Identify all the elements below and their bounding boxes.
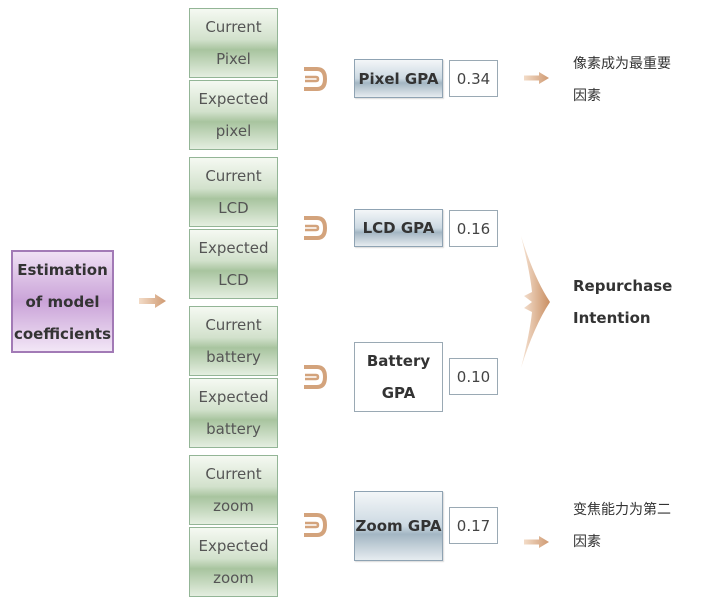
lcd-gpa-box: LCD GPA — [354, 209, 443, 247]
expected-pixel-box: Expected pixel — [189, 80, 278, 150]
current-battery-box: Current battery — [189, 306, 278, 376]
lcd-gpa-label: LCD GPA — [362, 219, 435, 237]
current-zoom-box: Current zoom — [189, 455, 278, 525]
lcd-gpa-value: 0.16 — [449, 210, 498, 247]
battery-gpa-label: Battery GPA — [366, 352, 431, 402]
convergence-arrow-icon — [521, 236, 550, 368]
battery-gpa-value: 0.10 — [449, 358, 498, 395]
estimation-label: Estimation of model coefficients — [13, 260, 112, 343]
merge-connector-icon — [304, 365, 328, 389]
expected-lcd-box: Expected LCD — [189, 229, 278, 299]
zoom-gpa-box: Zoom GPA — [354, 491, 443, 561]
zoom-note: 变焦能力为第二因素 — [573, 502, 671, 550]
pixel-note: 像素成为最重要因素 — [573, 56, 671, 104]
current-zoom-label: Current zoom — [205, 465, 262, 515]
zoom-note-arrow-icon — [524, 536, 549, 548]
current-pixel-box: Current Pixel — [189, 8, 278, 78]
repurchase-intention-label: Repurchase Intention — [573, 277, 673, 327]
expected-zoom-box: Expected zoom — [189, 527, 278, 597]
battery-gpa-box: Battery GPA — [354, 342, 443, 412]
estimation-box: Estimation of model coefficients — [11, 250, 114, 353]
current-lcd-label: Current LCD — [205, 167, 262, 217]
merge-connector-icon — [304, 216, 328, 240]
current-lcd-box: Current LCD — [189, 157, 278, 227]
estimation-arrow-icon — [139, 294, 166, 308]
pixel-gpa-label: Pixel GPA — [358, 69, 439, 88]
zoom-gpa-label: Zoom GPA — [355, 517, 442, 535]
pixel-note-arrow-icon — [524, 72, 549, 84]
current-pixel-label: Current Pixel — [205, 18, 262, 68]
merge-connector-icon — [304, 513, 328, 537]
expected-battery-box: Expected battery — [189, 378, 278, 448]
zoom-gpa-value: 0.17 — [449, 507, 498, 544]
expected-pixel-label: Expected pixel — [198, 90, 269, 140]
expected-battery-label: Expected battery — [198, 388, 269, 438]
pixel-gpa-box: Pixel GPA — [354, 59, 443, 98]
expected-lcd-label: Expected LCD — [198, 239, 269, 289]
current-battery-label: Current battery — [205, 316, 262, 366]
pixel-gpa-value: 0.34 — [449, 60, 498, 97]
expected-zoom-label: Expected zoom — [198, 537, 269, 587]
merge-connector-icon — [304, 67, 328, 91]
